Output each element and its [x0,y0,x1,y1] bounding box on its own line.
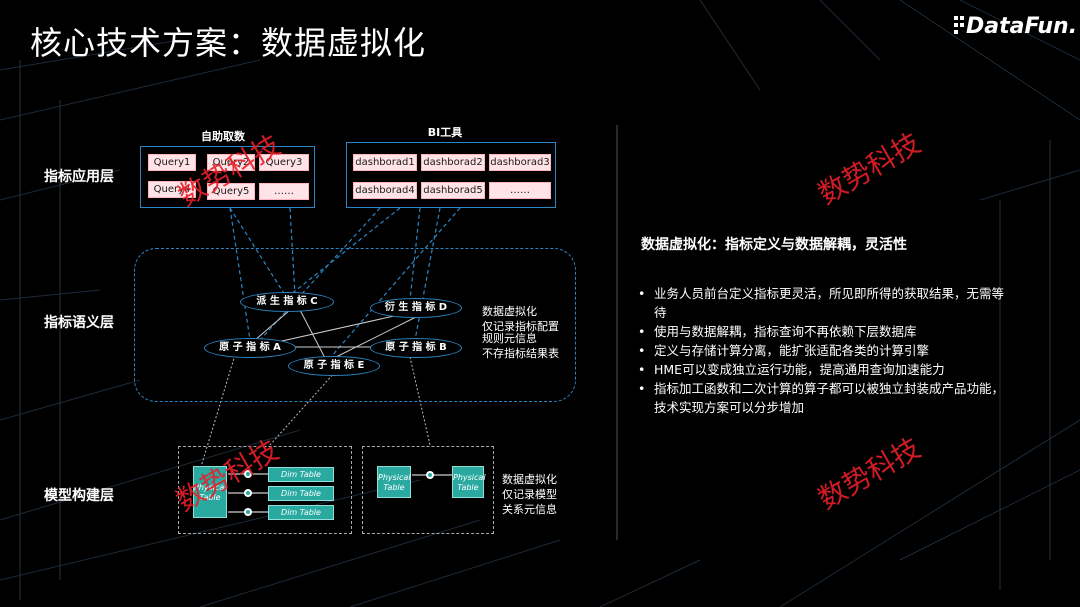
relation-link [412,471,452,479]
physical-table[interactable]: Physical Table [377,466,411,498]
bi-tools-title: BI工具 [427,126,463,139]
dim-table[interactable]: Dim Table [268,505,334,520]
model-right-panel [362,446,494,534]
right-heading: 数据虚拟化：指标定义与数据解耦，灵活性 [641,237,907,253]
physical-table[interactable]: Physical Table [452,466,486,498]
bullet-dot: • [638,286,646,301]
query-chip[interactable]: Query5 [207,183,255,200]
bullet-dot: • [638,362,646,377]
benefit-item: •定义与存储计算分离，能扩张适配各类的计算引擎 [638,343,930,358]
node-atomic-b[interactable]: 原 子 指 标 B [370,338,462,358]
benefit-list: •业务人员前台定义指标更灵活，所见即所得的获取结果，无需等待 •使用与数据解耦，… [636,284,1006,417]
benefit-item: •使用与数据解耦，指标查询不再依赖下层数据库 [638,324,917,339]
model-note-line: 关系元信息 [502,503,557,516]
semantic-layer-panel [134,248,576,402]
dashboard-chip[interactable]: dashborad5 [421,182,485,199]
logo-text: DataFun. [966,14,1078,39]
logo-icon [954,16,964,34]
model-left-panel [178,446,352,534]
bullet-dot: • [638,324,646,339]
page-title: 核心技术方案：数据虚拟化 [30,24,427,62]
query-chip[interactable]: Query1 [148,154,196,171]
benefit-item: •指标加工函数和二次计算的算子都可以被独立封装成产品功能，技术实现方案可以分步增… [638,381,1005,415]
model-note: 数据虚拟化 仅记录模型 关系元信息 [502,472,557,517]
node-derived-c[interactable]: 派 生 指 标 C [240,292,334,312]
semantic-note-line: 不存指标结果表 [482,347,559,360]
dim-table[interactable]: Dim Table [268,467,334,482]
bullet-dot: • [638,343,646,358]
model-note-line: 仅记录模型 [502,488,557,501]
query-chip[interactable]: Query2 [207,154,255,171]
model-note-line: 数据虚拟化 [502,473,557,486]
query-chip[interactable]: Query3 [259,154,309,171]
dashboard-chip[interactable]: dashborad1 [353,154,417,171]
query-chip[interactable]: …… [259,183,309,200]
physical-table[interactable]: Physical Table [193,466,227,518]
benefit-item: •业务人员前台定义指标更灵活，所见即所得的获取结果，无需等待 [638,286,1005,320]
self-service-title: 自助取数 [201,130,245,143]
dashboard-chip[interactable]: dashborad3 [489,154,551,171]
semantic-note: 数据虚拟化 仅记录指标配置 规则元信息 不存指标结果表 [482,304,559,361]
layer-label-semantic: 指标语义层 [44,315,114,331]
query-chip[interactable]: Query4 [148,181,196,198]
self-service-panel: Query1 Query2 Query3 Query4 Query5 …… [140,146,315,208]
dashboard-chip[interactable]: dashborad4 [353,182,417,199]
layer-label-application: 指标应用层 [44,169,114,185]
bullet-dot: • [638,381,646,396]
dim-table[interactable]: Dim Table [268,486,334,501]
semantic-note-line: 规则元信息 [482,332,537,345]
dashboard-chip[interactable]: dashborad2 [421,154,485,171]
relation-links [228,470,268,516]
dashboard-chip[interactable]: …… [489,182,551,199]
semantic-note-line: 仅记录指标配置 [482,320,559,333]
node-atomic-e[interactable]: 原 子 指 标 E [288,356,380,376]
layer-label-model: 模型构建层 [44,488,114,504]
semantic-note-line: 数据虚拟化 [482,305,537,318]
node-atomic-a[interactable]: 原 子 指 标 A [204,338,296,358]
bi-tools-panel: dashborad1 dashborad2 dashborad3 dashbor… [346,142,556,208]
node-derived-d[interactable]: 衍 生 指 标 D [370,298,462,318]
benefit-item: •HME可以变成独立运行功能，提高通用查询加速能力 [638,362,945,377]
